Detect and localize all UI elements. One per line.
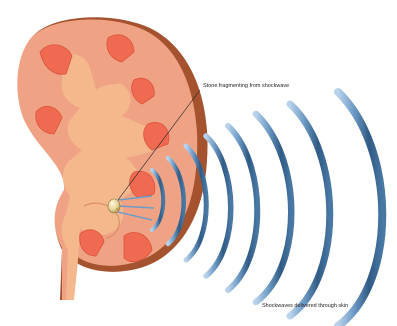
shockwave-arc-6 — [256, 114, 291, 302]
shockwave-arc-4 — [206, 136, 231, 276]
shockwave-arc-8 — [338, 92, 382, 326]
shockwave-arc-7 — [290, 104, 330, 316]
shockwave-label: Shockwaves delivered through skin — [262, 303, 392, 310]
kidney-stone-icon — [108, 199, 120, 213]
stone-label: Stone fragmenting from shockwave — [203, 83, 293, 90]
